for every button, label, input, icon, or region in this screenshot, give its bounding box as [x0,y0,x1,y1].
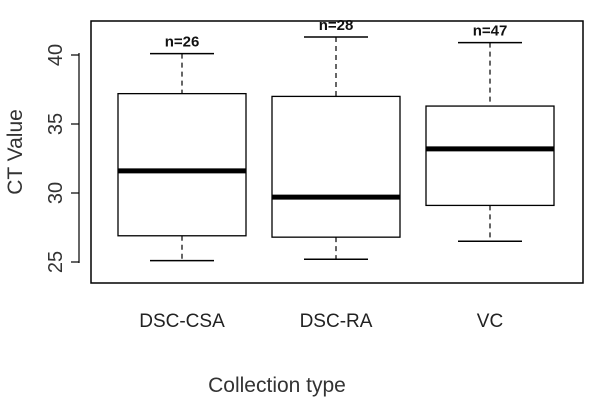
box-group: n=28 [271,17,401,260]
box-group: n=47 [425,23,555,243]
iqr-box [425,105,555,207]
y-tick-label: 25 [45,251,67,273]
iqr-box [117,92,247,237]
sample-size-label: n=28 [319,17,354,34]
x-category-label: DSC-RA [300,311,373,332]
x-category-label: VC [477,311,503,332]
box-group: n=26 [117,34,247,262]
x-axis-title: Collection type [208,374,346,397]
sample-size-label: n=26 [165,34,200,51]
y-tick-label: 40 [45,44,67,66]
boxes: n=26 n=28 n=47 [117,17,555,262]
x-category-label: DSC-CSA [139,311,225,332]
y-tick-label: 30 [45,182,67,204]
y-tick-label: 35 [45,113,67,135]
plot-frame [90,20,584,284]
y-axis-ticks: 25 30 35 40 [45,44,79,273]
x-axis-ticks: DSC-CSA DSC-RA VC [139,311,503,332]
sample-size-label: n=47 [473,23,508,40]
iqr-box [271,95,401,238]
y-axis-title: CT Value [4,109,27,195]
